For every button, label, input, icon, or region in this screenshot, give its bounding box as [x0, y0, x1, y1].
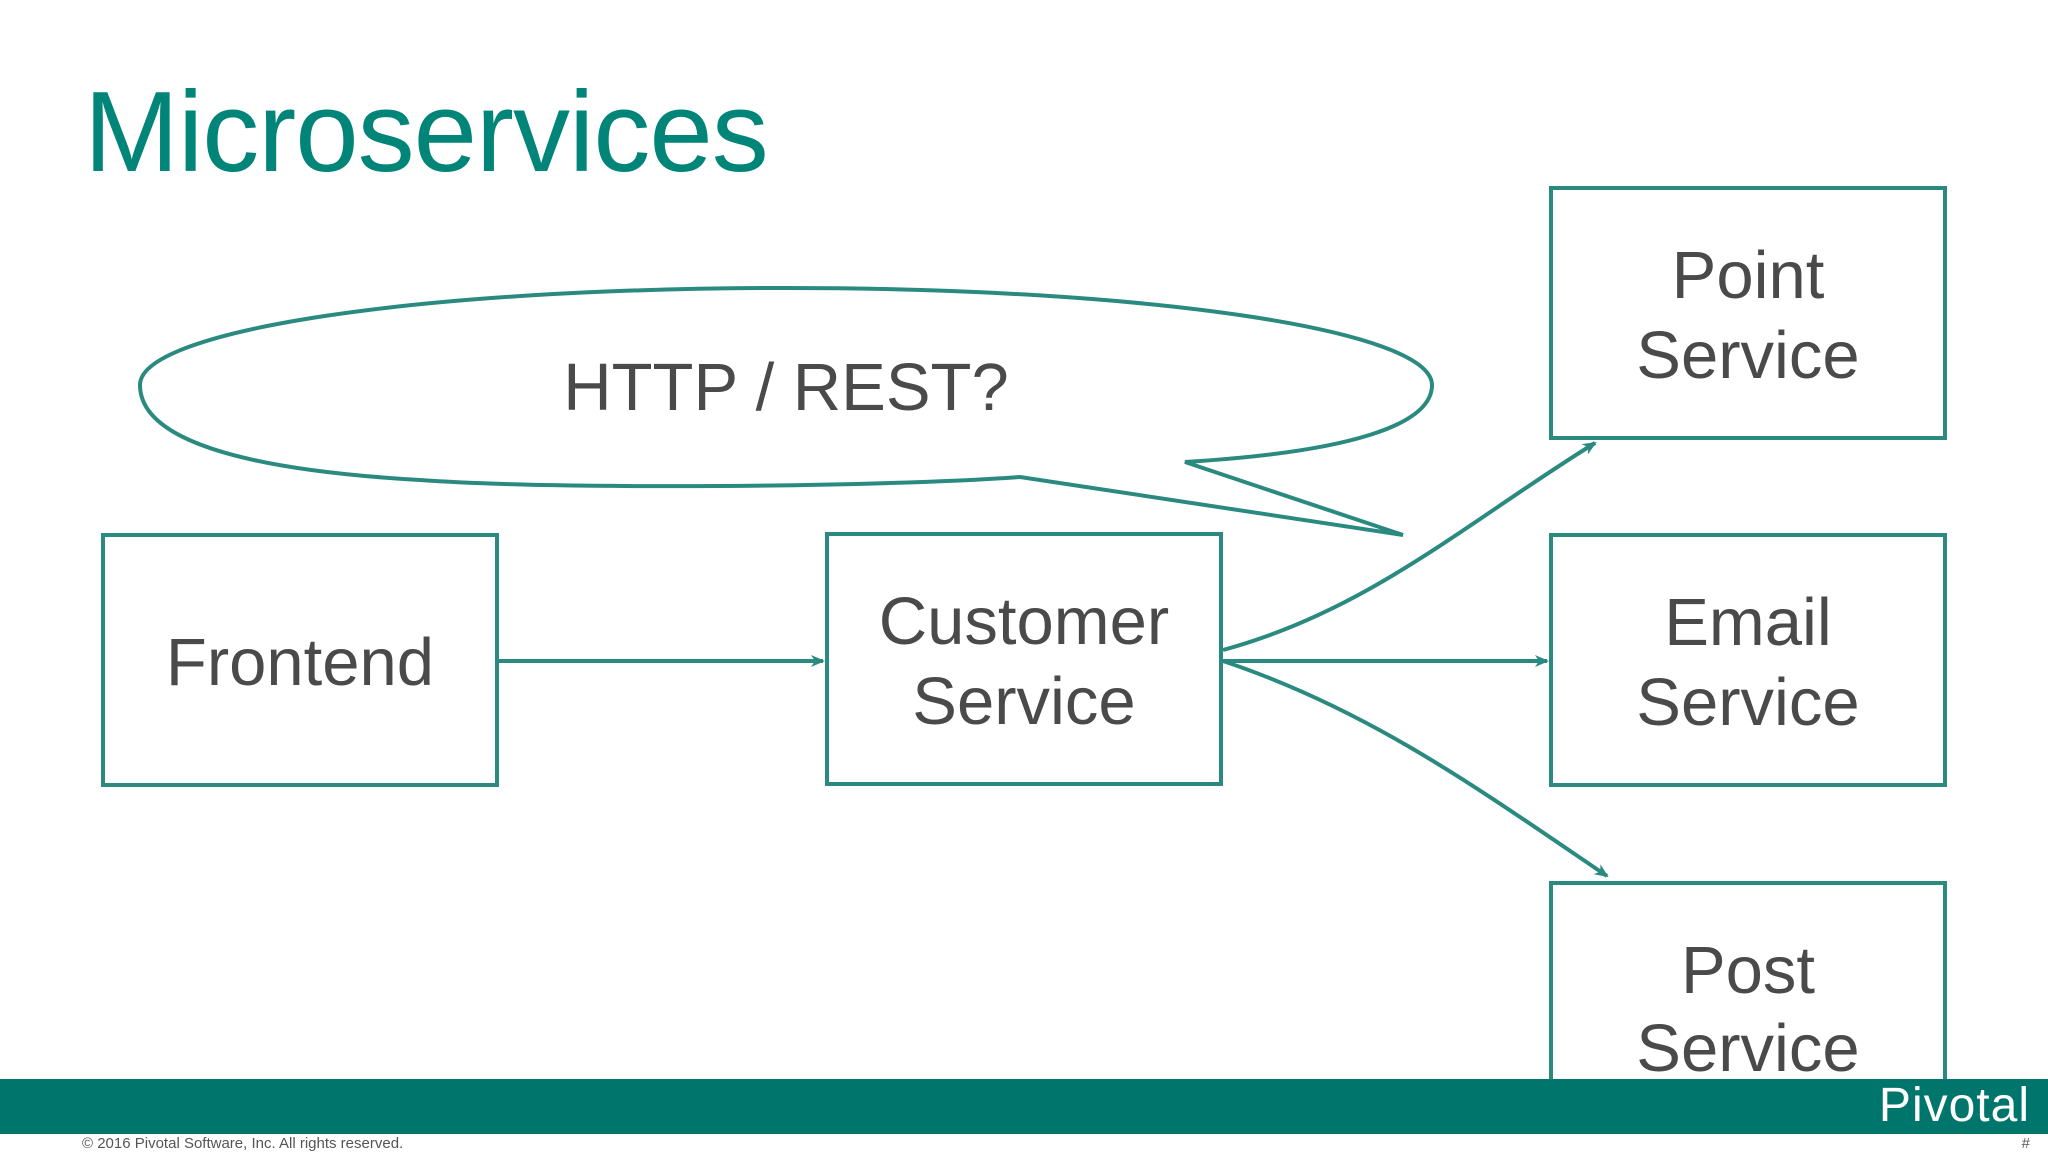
frontend-node: Frontend: [101, 533, 499, 787]
post-service-label-line1: Post: [1681, 933, 1815, 1008]
frontend-box: [101, 533, 499, 787]
customer-service-node: Customer Service: [825, 532, 1223, 786]
footer-strip: [0, 1134, 2048, 1152]
point-service-label-line2: Service: [1636, 318, 1859, 393]
frontend-label: Frontend: [166, 625, 434, 700]
post-service-label-line2: Service: [1636, 1011, 1859, 1086]
callout-text: HTTP / REST?: [563, 350, 1009, 425]
callout-bubble: HTTP / REST?: [137, 285, 1435, 537]
point-service-node: Point Service: [1549, 186, 1947, 440]
slide-number: #: [2021, 1135, 2030, 1152]
email-service-label-line2: Service: [1636, 665, 1859, 740]
point-service-box: [1549, 186, 1947, 440]
email-service-box: [1549, 533, 1947, 787]
arrow-customer-to-post: [1222, 659, 1609, 878]
arrow-customer-to-point: [1222, 441, 1597, 652]
slide-title: Microservices: [84, 69, 769, 196]
email-service-node: Email Service: [1549, 533, 1947, 787]
callout-shape: [137, 285, 1435, 537]
customer-service-label-line2: Service: [912, 664, 1135, 739]
email-service-label-line1: Email: [1664, 585, 1832, 660]
footer-bar: [0, 1079, 2048, 1134]
point-service-label-line1: Point: [1672, 238, 1825, 313]
customer-service-box: [825, 532, 1223, 786]
copyright-text: © 2016 Pivotal Software, Inc. All rights…: [82, 1135, 404, 1152]
pivotal-logo: Pivotal: [1878, 1079, 2030, 1132]
customer-service-label-line1: Customer: [879, 584, 1169, 659]
